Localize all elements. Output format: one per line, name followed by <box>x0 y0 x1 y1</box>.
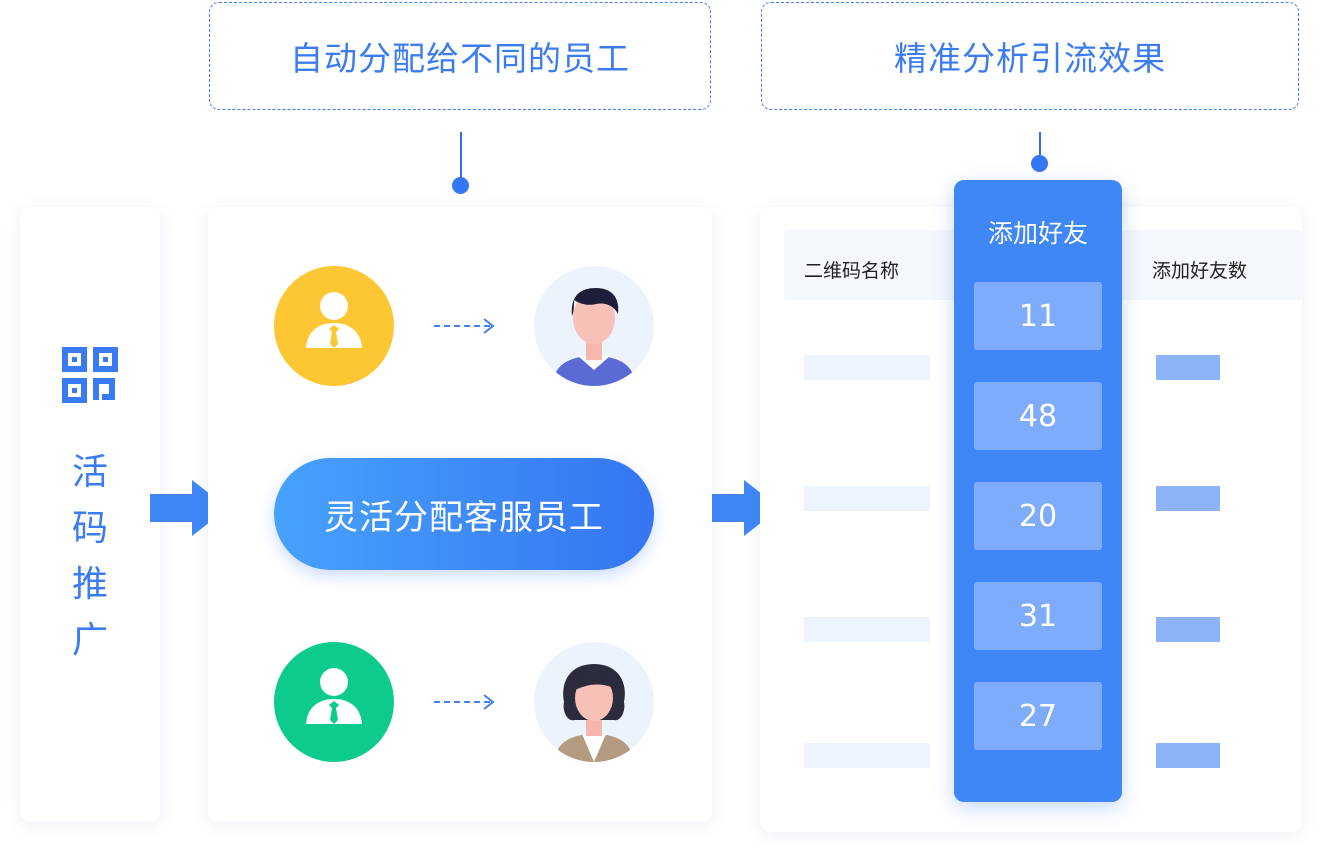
promo-char-1: 活 <box>71 452 108 493</box>
promo-card: 活 码 推 广 <box>20 207 160 822</box>
connector-line-right <box>1039 132 1041 158</box>
assign-card: 灵活分配客服员工 <box>208 207 712 822</box>
dashed-arrow-top <box>434 318 495 334</box>
auto-assign-label-box: 自动分配给不同的员工 <box>209 2 711 110</box>
connector-dot-left <box>452 177 469 194</box>
count-placeholder-3 <box>1156 617 1220 642</box>
qr-name-placeholder-3 <box>804 617 930 642</box>
add-friend-column: 添加好友 11 48 20 31 27 <box>954 180 1122 802</box>
auto-assign-label: 自动分配给不同的员工 <box>290 39 630 78</box>
green-user-circle <box>274 642 394 762</box>
user-icon <box>306 292 362 348</box>
male-staff-avatar <box>534 266 654 386</box>
count-placeholder-4 <box>1156 743 1220 768</box>
promo-char-3: 推 <box>71 564 108 605</box>
analysis-label: 精准分析引流效果 <box>894 39 1166 78</box>
add-friend-value-1: 11 <box>974 282 1102 350</box>
female-staff-avatar <box>534 642 654 762</box>
qr-name-placeholder-4 <box>804 743 930 768</box>
col-header-add-friend-count: 添加好友数 <box>1152 260 1248 282</box>
count-placeholder-1 <box>1156 355 1220 380</box>
connector-dot-right <box>1031 155 1048 172</box>
add-friend-value-2: 48 <box>974 382 1102 450</box>
connector-line-left <box>460 132 462 180</box>
add-friend-value-3: 20 <box>974 482 1102 550</box>
analysis-label-box: 精准分析引流效果 <box>761 2 1299 110</box>
add-friend-column-title: 添加好友 <box>987 219 1088 248</box>
flexible-assign-pill: 灵活分配客服员工 <box>274 458 654 570</box>
count-placeholder-2 <box>1156 486 1220 511</box>
yellow-user-circle <box>274 266 394 386</box>
promo-char-2: 码 <box>71 508 108 549</box>
flexible-assign-label: 灵活分配客服员工 <box>324 497 604 538</box>
add-friend-value-4: 31 <box>974 582 1102 650</box>
qr-name-placeholder-2 <box>804 486 930 511</box>
user-icon-2 <box>306 668 362 724</box>
promo-char-4: 广 <box>71 620 108 661</box>
qr-name-placeholder-1 <box>804 355 930 380</box>
add-friend-value-5: 27 <box>974 682 1102 750</box>
qr-code-icon <box>62 347 118 403</box>
col-header-qr-name: 二维码名称 <box>804 260 900 282</box>
dashed-arrow-bottom <box>434 694 495 710</box>
